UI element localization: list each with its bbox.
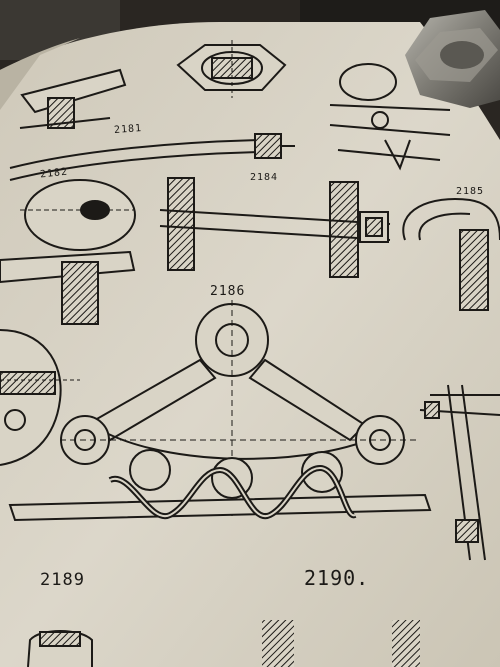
drawing-hex-nut <box>176 40 287 98</box>
figure-number-2181: 2181 <box>113 123 143 136</box>
figure-number-2190: 2190. <box>304 566 370 590</box>
drawing-bracket-topleft <box>19 68 127 129</box>
drawing-bolt-plates <box>159 177 391 278</box>
drawing-long-bolt <box>9 133 295 181</box>
drawing-disc-left <box>0 179 136 325</box>
drawing-bottom-partials <box>27 620 420 667</box>
drawing-spiral-rod <box>8 449 432 522</box>
drawing-bolted-frame-right <box>419 384 500 561</box>
drawing-clamp-topright <box>329 63 451 171</box>
metal-nut-object <box>405 10 500 108</box>
drawing-shackle-right <box>402 198 500 311</box>
figure-number-2186: 2186 <box>210 284 246 299</box>
figure-number-2184: 2184 <box>250 172 279 183</box>
drawing-wheel-left <box>0 329 80 466</box>
figure-number-2185: 2185 <box>456 186 485 197</box>
figure-number-2189: 2189 <box>40 570 85 590</box>
drawing-triangle-bracket <box>60 300 420 520</box>
